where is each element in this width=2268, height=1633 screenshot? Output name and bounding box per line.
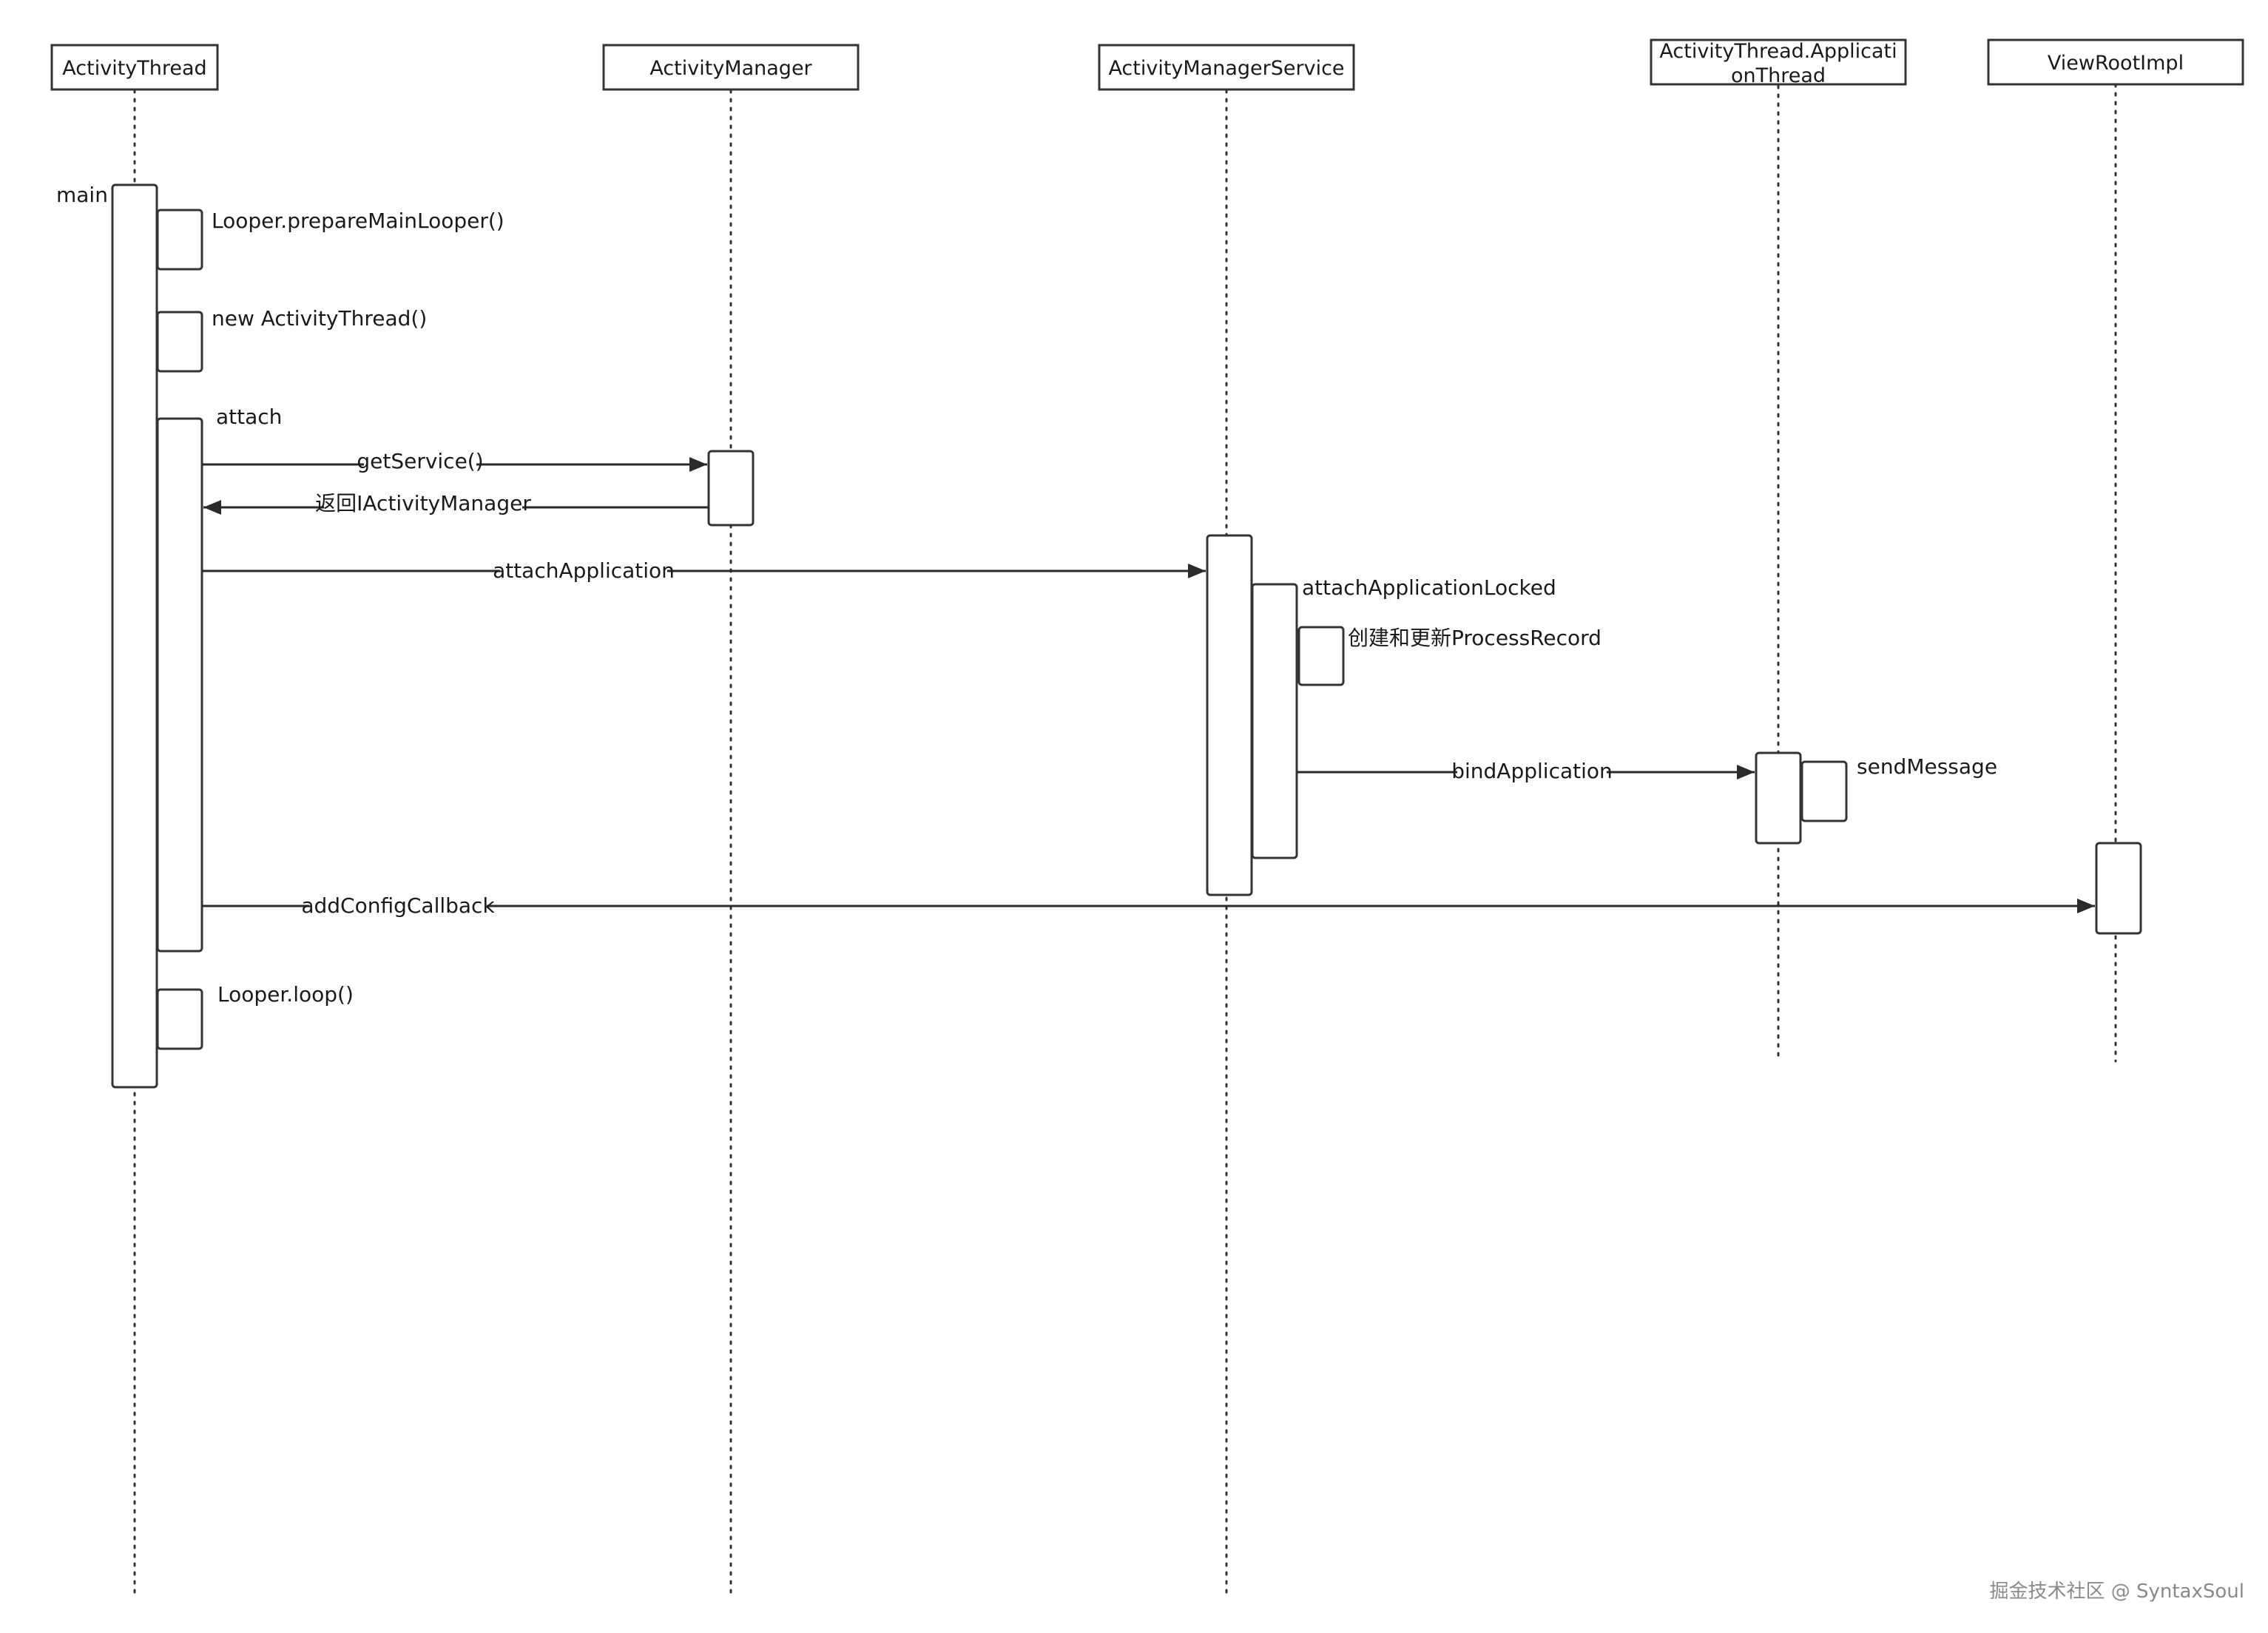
activation-viewrootimpl <box>2095 842 2142 935</box>
participant-title-activitymanagerservice: ActivityManagerService <box>1108 57 1344 80</box>
participant-title-applicationthread-line2: onThread <box>1731 64 1826 87</box>
activation-looper-loop <box>156 988 203 1050</box>
activation-applicationthread <box>1755 751 1802 845</box>
participant-title-applicationthread-line1: ActivityThread.Applicati <box>1659 40 1897 63</box>
label-main: main <box>56 183 108 207</box>
participant-box-activitymanager <box>602 44 860 91</box>
message-label-add-config-callback: addConfigCallback <box>301 893 495 918</box>
activation-main <box>111 183 158 1089</box>
activation-attach <box>156 417 203 953</box>
participant-title-activitythread: ActivityThread <box>62 57 206 80</box>
label-new-activitythread: new ActivityThread() <box>212 306 427 331</box>
participant-title-viewrootimpl: ViewRootImpl <box>2048 52 2184 75</box>
activation-activitymanager <box>707 450 755 527</box>
message-label-return-iactivitymanager: 返回IActivityManager <box>315 491 531 515</box>
participant-box-applicationthread <box>1650 38 1907 86</box>
message-label-bind-application: bindApplication <box>1451 759 1613 783</box>
label-process-record: 创建和更新ProcessRecord <box>1348 626 1602 650</box>
activation-send-message <box>1800 760 1848 822</box>
message-label-get-service: getService() <box>357 449 483 473</box>
watermark: 掘金技术社区 @ SyntaxSoul <box>1989 1580 2244 1603</box>
activation-prepare-main-looper <box>156 209 203 271</box>
activation-new-activitythread <box>156 311 203 373</box>
activation-ams <box>1206 534 1253 896</box>
activation-process-record <box>1297 626 1345 686</box>
activation-attach-application-locked <box>1251 583 1298 859</box>
label-attach-application-locked: attachApplicationLocked <box>1302 575 1556 600</box>
participant-box-viewrootimpl <box>1987 38 2244 86</box>
message-label-attach-application: attachApplication <box>493 558 675 583</box>
participant-title-activitymanager: ActivityManager <box>649 57 812 80</box>
label-attach: attach <box>216 405 282 429</box>
label-looper-loop: Looper.loop() <box>217 982 354 1007</box>
participant-box-activitymanagerservice <box>1098 44 1355 91</box>
label-prepare-main-looper: Looper.prepareMainLooper() <box>212 209 504 233</box>
label-send-message: sendMessage <box>1857 754 1997 779</box>
participant-box-activitythread <box>50 44 219 91</box>
